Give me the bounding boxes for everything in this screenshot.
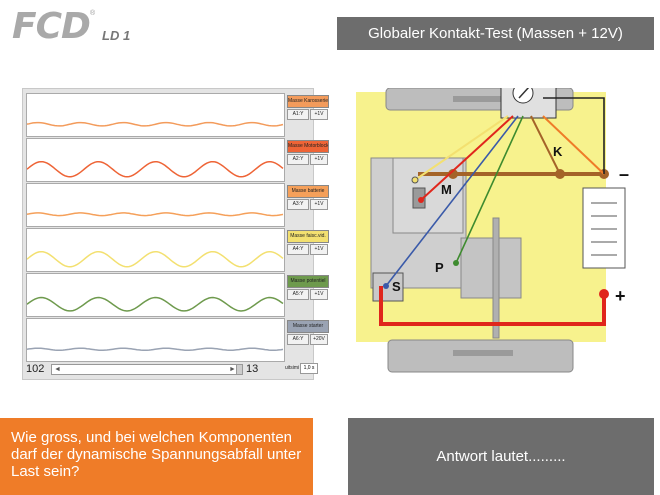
probe-point [411,176,419,184]
scroll-left-icon[interactable]: ◄ [54,366,61,373]
channel-trace-4 [26,228,285,272]
orange-test-lead [542,115,605,175]
channel-label-5: Masse potentiel [287,275,329,288]
scroll-right-icon[interactable]: ► [229,366,236,373]
channel-axis-button[interactable]: A2:Y [287,154,309,165]
label-k: K [553,144,563,159]
ground-point [448,169,458,179]
waveform-line [27,212,284,217]
label-m: M [441,182,452,197]
channel-range-button[interactable]: +1V [310,199,328,210]
battery [582,187,626,269]
channel-axis-button[interactable]: A3:Y [287,199,309,210]
question-box: Wie gross, und bei welchen Komponenten d… [0,418,313,495]
channel-trace-6 [26,318,285,362]
channel-axis-button[interactable]: A4:Y [287,244,309,255]
channel-label-2: Masse Motorblock [287,140,329,153]
channel-label-3: Masse batterie [287,185,329,198]
channel-range-button[interactable]: +1V [310,289,328,300]
green-test-lead [455,115,524,264]
label-plus: + [615,286,626,306]
channel-trace-3 [26,183,285,227]
wheel-tread-front [453,96,513,102]
zoom-field[interactable]: 1,0 s [300,363,318,374]
transmission [460,237,522,299]
drive-shaft [492,217,500,339]
channel-range-button[interactable]: +1V [310,244,328,255]
fcd-logo: FCD ® LD 1 [10,6,160,48]
probe-point [383,283,389,289]
logo-model: LD 1 [102,28,131,43]
scroll-end-value: 13 [246,363,259,375]
channel-axis-button[interactable]: A6:Y [287,334,309,345]
label-s: S [392,279,401,294]
logo-brand: FCD [12,6,91,47]
channel-label-1: Masse Karosserie [287,95,329,108]
black-test-lead [543,97,605,174]
channel-trace-2 [26,138,285,182]
wiring-diagram: M K P S – + [356,88,629,373]
positive-wire [379,286,606,326]
channel-range-button[interactable]: +1V [310,109,328,120]
channel-trace-5 [26,273,285,317]
tester-needle [518,88,530,99]
probe-point [453,260,459,266]
label-minus: – [619,164,629,184]
waveform-line [27,250,284,268]
scroll-thumb[interactable] [236,365,242,374]
channel-label-4: Masse faisc.vid. [287,230,329,243]
time-scrollbar[interactable]: 102 ◄ ► 13 [26,363,283,375]
channel-trace-1 [26,93,285,137]
channel-range-button[interactable]: +20V [310,334,328,345]
waveform-line [27,160,284,178]
channel-axis-button[interactable]: A5:Y [287,289,309,300]
brown-test-lead [530,115,561,175]
scroll-track[interactable]: ◄ ► [51,364,243,375]
label-p: P [435,260,444,275]
waveform-line [27,296,284,312]
red-test-lead [420,115,514,201]
probe-point [418,197,424,203]
channel-label-6: Masse starter [287,320,329,333]
channel-axis-button[interactable]: A1:Y [287,109,309,120]
yellow-test-lead [414,115,509,181]
scroll-start-value: 102 [26,363,45,375]
blue-test-lead [385,115,519,287]
tester-gauge [512,88,534,104]
waveform-line [27,347,284,351]
answer-box[interactable]: Antwort lautet......... [348,418,654,495]
page-title: Globaler Kontakt-Test (Massen + 12V) [337,17,654,50]
zoom-label: uitsimi [285,365,300,371]
wheel-tread-rear [453,350,513,356]
logo-registered: ® [90,10,96,17]
channel-range-button[interactable]: +1V [310,154,328,165]
positive-terminal [599,289,609,299]
waveform-line [27,121,284,127]
